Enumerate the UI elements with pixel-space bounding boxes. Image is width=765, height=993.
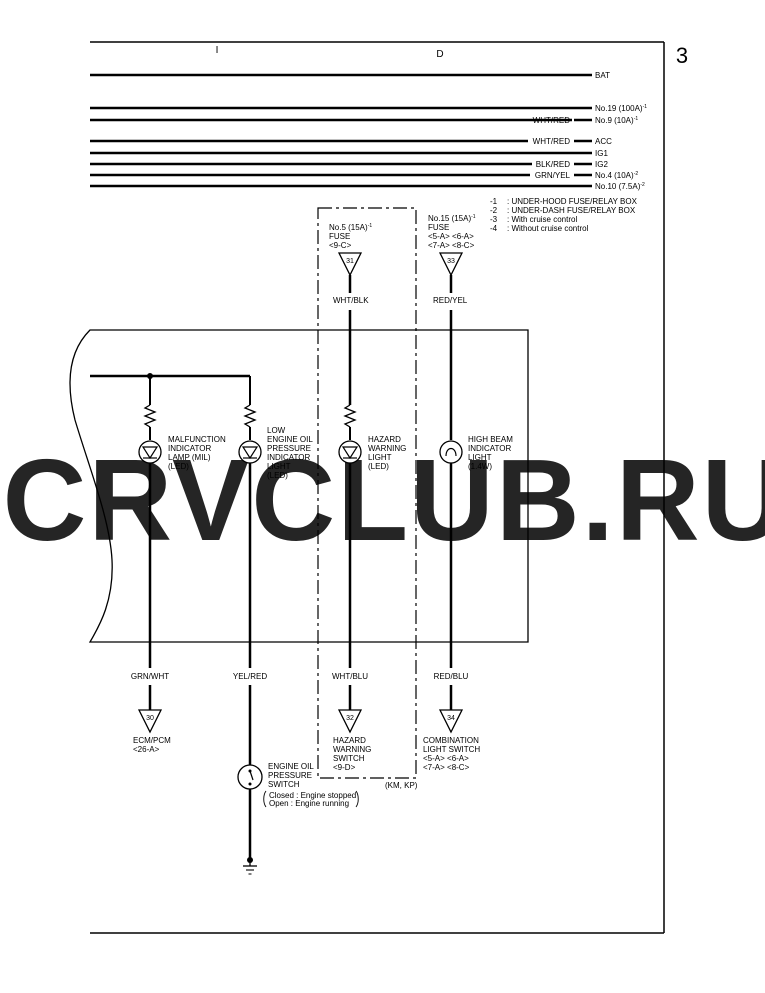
- wire-redyel-label: RED/YEL: [433, 296, 468, 305]
- lamp-highbeam-line2: INDICATOR: [468, 444, 511, 453]
- terminal-30-icon: [137, 709, 163, 734]
- lamp-mil-line3: LAMP (MIL): [168, 453, 211, 462]
- led-oil-icon: [238, 440, 262, 464]
- combo-switch-connector-a: <5-A> <6-A>: [423, 754, 469, 763]
- lamp-oil-line6: (LED): [267, 471, 288, 480]
- hazard-switch-line2: WARNING: [333, 745, 371, 754]
- combo-switch-line2: LIGHT SWITCH: [423, 745, 480, 754]
- watermark: CRVCLUB.RU: [3, 435, 765, 565]
- option-note: (KM, KP): [385, 781, 418, 790]
- terminal-31-number: 31: [346, 258, 354, 265]
- terminal-32-icon: [337, 709, 363, 734]
- fuse-15-label: No.15 (15A)-1: [428, 214, 476, 223]
- legend-text-3: : With cruise control: [507, 215, 577, 224]
- rail-ig1-label: IG1: [595, 149, 608, 158]
- fuse-15-connector-b: <7-A> <8-C>: [428, 241, 475, 250]
- resistor-mil-icon: [143, 404, 157, 428]
- terminal-34-icon: [438, 709, 464, 734]
- page-number: 3: [676, 43, 688, 68]
- bracket-left-icon: [263, 790, 267, 808]
- fuse-5-label: No.5 (15A)-1: [329, 223, 372, 232]
- fuse-5-type: FUSE: [329, 232, 350, 241]
- ecm-pcm-connector: <26-A>: [133, 745, 160, 754]
- wire-redblu-label: RED/BLU: [434, 672, 469, 681]
- lamp-mil-line1: MALFUNCTION: [168, 435, 226, 444]
- oil-pressure-switch-icon: [237, 764, 263, 790]
- lamp-mil-line4: (LED): [168, 462, 189, 471]
- oil-switch-line2: PRESSURE: [268, 771, 312, 780]
- terminal-33-icon: [438, 252, 464, 277]
- oil-switch-line1: ENGINE OIL: [268, 762, 314, 771]
- option-dashed-box: [317, 207, 417, 779]
- oil-switch-line3: SWITCH: [268, 780, 300, 789]
- rail-bat-label: BAT: [595, 71, 610, 80]
- wire-whtblk-label: WHT/BLK: [333, 296, 369, 305]
- column-marker-left: I: [216, 45, 219, 56]
- column-marker-right: D: [436, 49, 443, 60]
- legend-text-4: : Without cruise control: [507, 224, 589, 233]
- resistor-oil-icon: [243, 404, 257, 428]
- lamp-mil-line2: INDICATOR: [168, 444, 211, 453]
- oil-switch-closed: Closed : Engine stopped: [269, 791, 356, 800]
- lamp-oil-line5: LIGHT: [267, 462, 291, 471]
- wire-yelred-label: YEL/RED: [233, 672, 267, 681]
- wire-grnwht-label: GRN/WHT: [131, 672, 169, 681]
- terminal-34-number: 34: [447, 715, 455, 722]
- lamp-hazard-line2: WARNING: [368, 444, 406, 453]
- legend-key-3: -3: [490, 215, 498, 224]
- lamp-highbeam-line4: (1.4W): [468, 462, 492, 471]
- terminal-30-number: 30: [146, 715, 154, 722]
- ground-icon: [243, 860, 257, 875]
- rail-fuse19-label: No.19 (100A)-1: [595, 104, 647, 113]
- lamp-hazard-line1: HAZARD: [368, 435, 401, 444]
- terminal-33-number: 33: [447, 258, 455, 265]
- lamp-oil-line4: INDICATOR: [267, 453, 310, 462]
- rail-acc-wire: WHT/RED: [533, 137, 571, 146]
- rail-fuse4-label: No.4 (10A)-2: [595, 171, 638, 180]
- fuse-15-connector-a: <5-A> <6-A>: [428, 232, 474, 241]
- resistor-hazard-icon: [343, 404, 357, 428]
- legend-key-1: -1: [490, 197, 498, 206]
- combo-switch-connector-b: <7-A> <8-C>: [423, 763, 470, 772]
- led-mil-icon: [138, 440, 162, 464]
- legend-text-2: : UNDER-DASH FUSE/RELAY BOX: [507, 206, 636, 215]
- combo-switch-line1: COMBINATION: [423, 736, 479, 745]
- lamp-highbeam-line1: HIGH BEAM: [468, 435, 513, 444]
- led-hazard-icon: [338, 440, 362, 464]
- legend: -1 : UNDER-HOOD FUSE/RELAY BOX -2 : UNDE…: [490, 197, 638, 233]
- ecm-pcm-label: ECM/PCM: [133, 736, 171, 745]
- fuse-5-connector: <9-C>: [329, 241, 352, 250]
- lamp-highbeam-line3: LIGHT: [468, 453, 492, 462]
- fuse-15-type: FUSE: [428, 223, 449, 232]
- gauge-assembly-box: [69, 329, 529, 643]
- rail-acc-label: ACC: [595, 137, 612, 146]
- bulb-high-beam-icon: [439, 440, 463, 464]
- terminal-32-number: 32: [346, 715, 354, 722]
- legend-key-2: -2: [490, 206, 498, 215]
- rail-fuse10-label: No.10 (7.5A)-2: [595, 182, 645, 191]
- lamp-hazard-line3: LIGHT: [368, 453, 392, 462]
- legend-key-4: -4: [490, 224, 498, 233]
- rail-fuse9-label: No.9 (10A)-1: [595, 116, 638, 125]
- oil-switch-open: Open : Engine running: [269, 799, 349, 808]
- rail-ig2-label: IG2: [595, 160, 608, 169]
- bracket-right-icon: [355, 790, 359, 808]
- terminal-31-icon: [337, 252, 363, 277]
- lamp-hazard-line4: (LED): [368, 462, 389, 471]
- rail-fuse4-wire: GRN/YEL: [535, 171, 571, 180]
- rail-fuse9-wire: WHT/RED: [533, 116, 571, 125]
- hazard-switch-connector: <9-D>: [333, 763, 356, 772]
- hazard-switch-line1: HAZARD: [333, 736, 366, 745]
- wire-whtblu-label: WHT/BLU: [332, 672, 368, 681]
- lamp-oil-line1: LOW: [267, 426, 286, 435]
- power-rails: BAT No.19 (100A)-1 WHT/RED No.9 (10A)-1 …: [90, 71, 647, 191]
- legend-text-1: : UNDER-HOOD FUSE/RELAY BOX: [507, 197, 638, 206]
- lamp-oil-line2: ENGINE OIL: [267, 435, 313, 444]
- lamp-oil-line3: PRESSURE: [267, 444, 311, 453]
- rail-ig2-wire: BLK/RED: [536, 160, 570, 169]
- hazard-switch-line3: SWITCH: [333, 754, 365, 763]
